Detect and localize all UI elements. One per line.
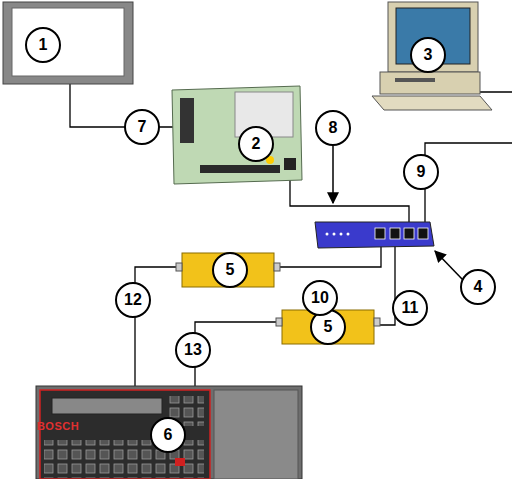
callout-number: 11 (392, 290, 428, 326)
callout-number: 9 (403, 154, 439, 190)
wires (70, 83, 512, 386)
circuit-board (172, 86, 302, 184)
monitor (3, 2, 133, 84)
callout-number: 13 (175, 332, 211, 368)
converter (176, 253, 380, 344)
callout-number: 12 (115, 282, 151, 318)
leader-arrow (332, 146, 334, 203)
callout-number: 6 (150, 417, 186, 453)
callout-number: 7 (124, 109, 160, 145)
callout-number: 10 (302, 280, 338, 316)
callout-number: 8 (315, 110, 351, 146)
network-hub (315, 222, 434, 248)
leader-arrow (435, 251, 463, 280)
callout-number: 2 (238, 126, 274, 162)
callout-number: 3 (410, 37, 446, 73)
callout-number: 4 (460, 269, 496, 305)
computer (372, 2, 492, 110)
brand-name: BOSCH (37, 420, 79, 432)
control-panel (36, 386, 302, 479)
callout-number: 5 (212, 252, 248, 288)
callout-number: 1 (25, 27, 61, 63)
